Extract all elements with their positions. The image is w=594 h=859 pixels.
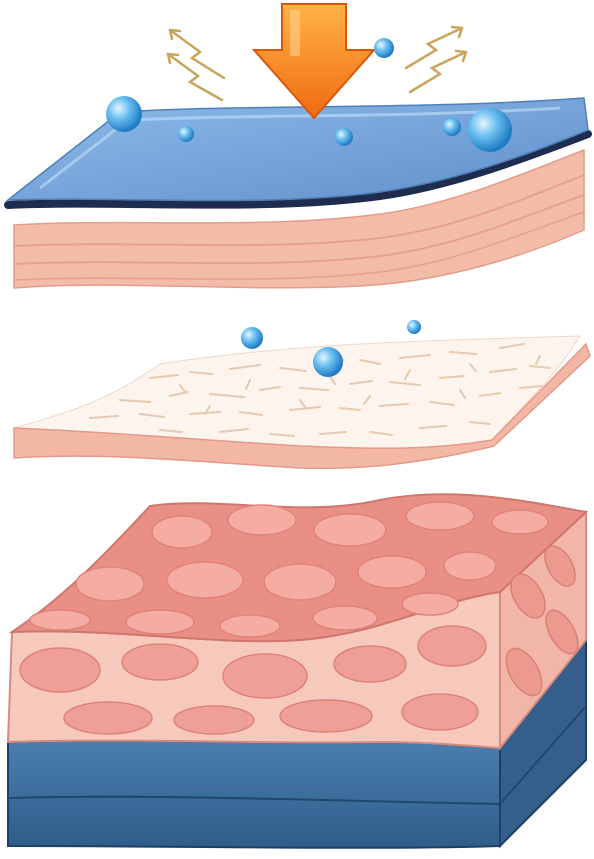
water-droplet-icon — [468, 108, 512, 152]
down-arrow-icon — [254, 4, 374, 118]
deep-tissue-block — [8, 494, 586, 848]
middle-fibrous-layer — [14, 336, 590, 468]
deep-blue-front — [8, 741, 500, 848]
water-droplet-icon — [241, 327, 263, 349]
sparkle-rays-right-icon — [406, 27, 466, 92]
water-droplet-icon — [106, 96, 142, 132]
water-droplet-icon — [374, 38, 394, 58]
water-droplet-icon — [335, 128, 353, 146]
water-droplet-icon — [407, 320, 421, 334]
water-droplet-icon — [443, 118, 461, 136]
water-droplet-icon — [178, 126, 194, 142]
water-droplet-icon — [313, 347, 343, 377]
sparkle-rays-left-icon — [168, 30, 224, 100]
fibrous-top-surface — [14, 336, 580, 448]
